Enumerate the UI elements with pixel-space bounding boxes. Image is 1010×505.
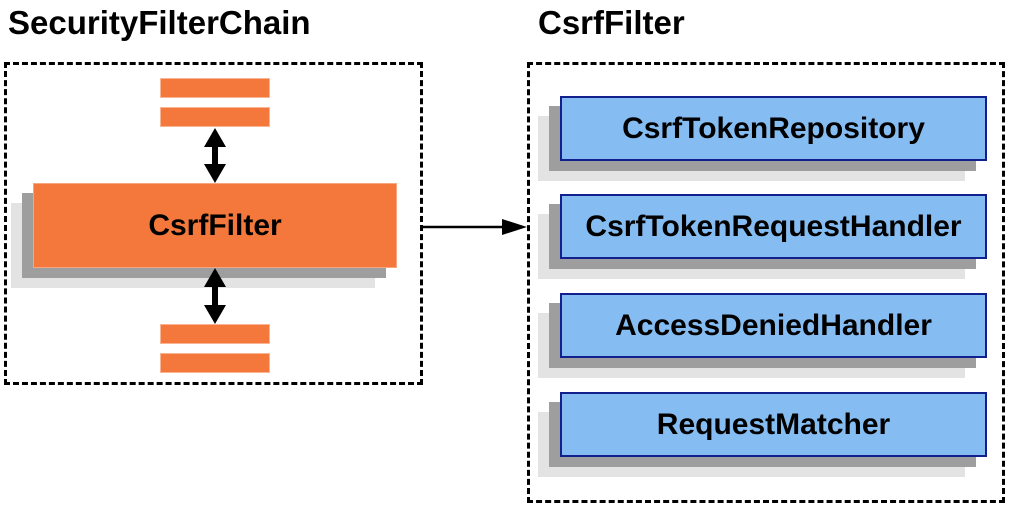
csrf-filter-components-container xyxy=(527,62,1005,503)
filter-placeholder-bar-4 xyxy=(160,353,270,373)
security-filter-chain-title: SecurityFilterChain xyxy=(8,4,311,41)
csrf-token-request-handler-label: CsrfTokenRequestHandler xyxy=(585,209,962,243)
csrf-filter-node-label: CsrfFilter xyxy=(148,208,282,242)
access-denied-handler-node: AccessDeniedHandler xyxy=(560,293,987,358)
double-arrow-icon xyxy=(204,128,226,183)
filter-placeholder-bar-2 xyxy=(160,107,270,127)
request-matcher-label: RequestMatcher xyxy=(656,407,891,441)
security-filter-chain-container xyxy=(4,62,423,385)
filter-placeholder-bar-3 xyxy=(160,324,270,344)
csrf-filter-group-title: CsrfFilter xyxy=(538,4,685,41)
csrf-token-repository-label: CsrfTokenRepository xyxy=(622,111,925,145)
csrf-token-repository-node: CsrfTokenRepository xyxy=(560,96,987,161)
csrf-token-request-handler-node: CsrfTokenRequestHandler xyxy=(560,194,987,259)
double-arrow-icon xyxy=(204,268,226,324)
csrf-filter-node: CsrfFilter xyxy=(33,183,397,268)
access-denied-handler-label: AccessDeniedHandler xyxy=(615,308,932,342)
filter-placeholder-bar-1 xyxy=(160,78,270,98)
flow-arrow-icon xyxy=(423,219,527,235)
request-matcher-node: RequestMatcher xyxy=(560,392,987,457)
